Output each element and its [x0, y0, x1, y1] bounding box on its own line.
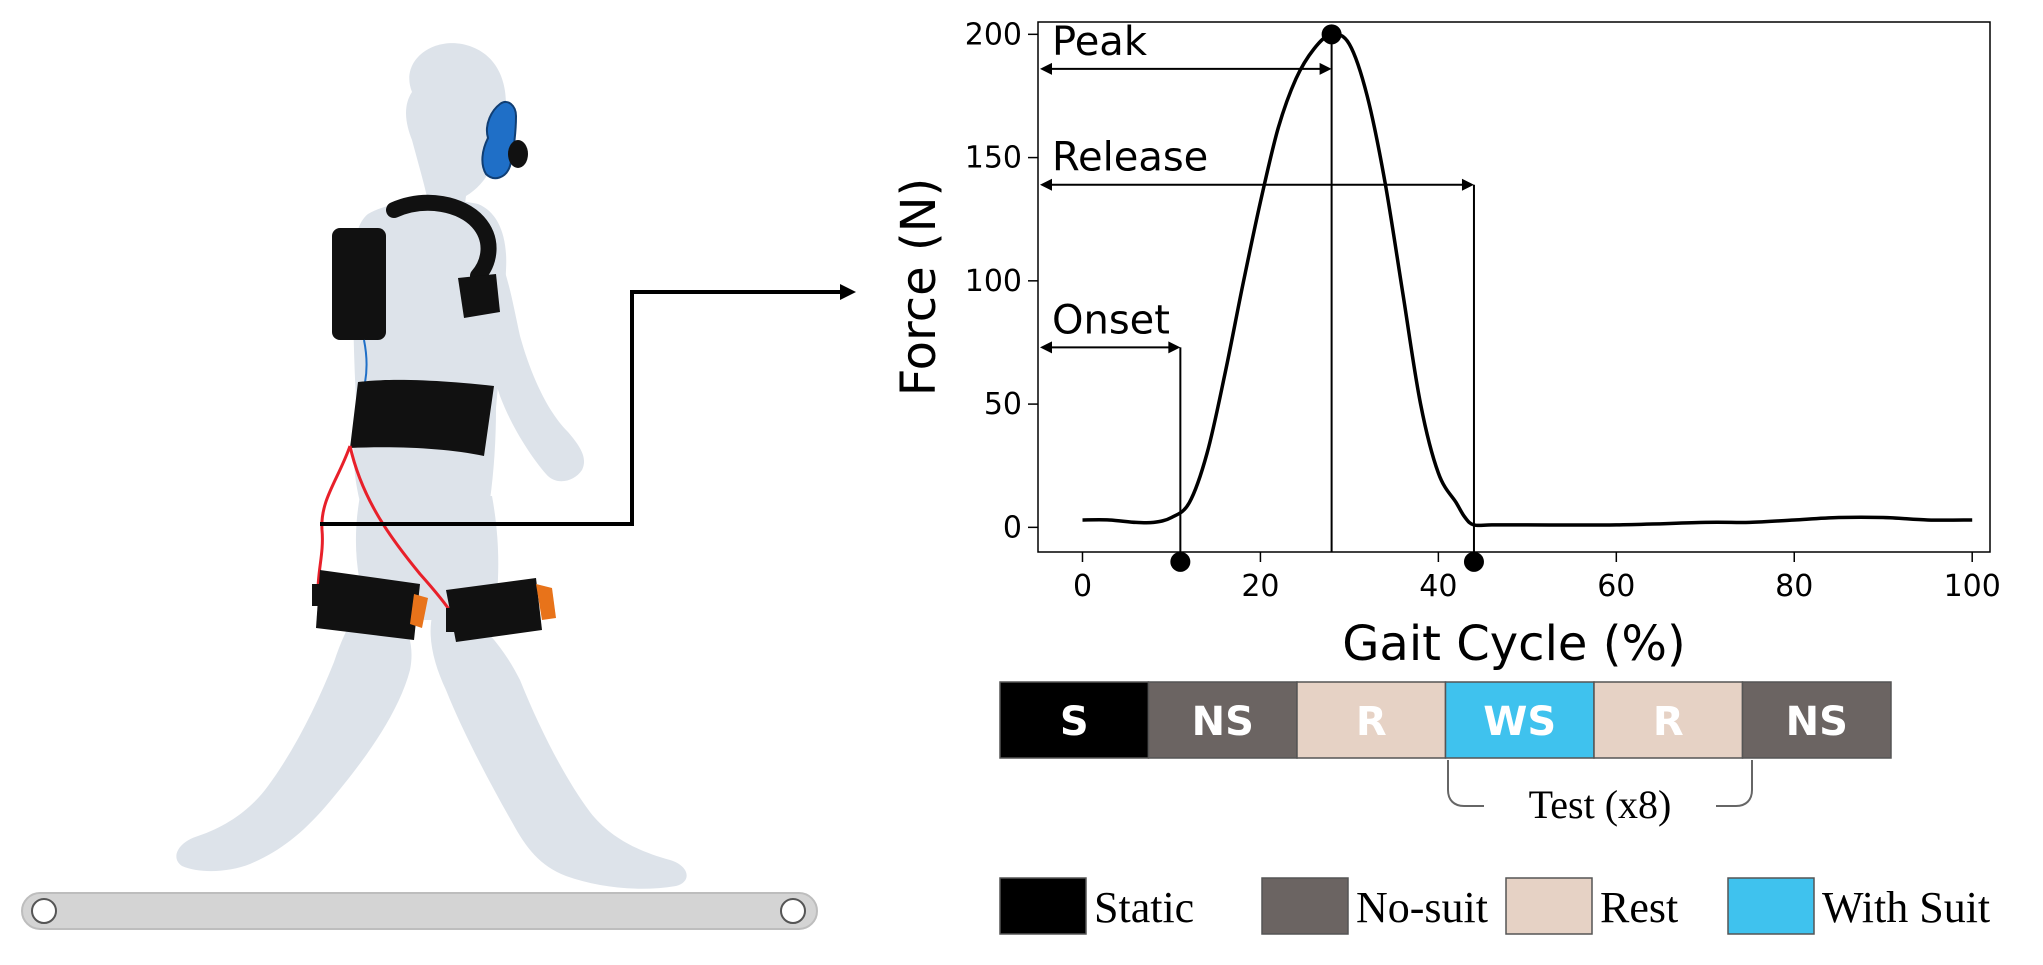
connector-arrow	[320, 290, 844, 526]
protocol-block-with_suit: WS	[1444, 681, 1595, 759]
protocol-block-fill	[1147, 681, 1298, 759]
backpack-battery	[332, 228, 386, 340]
legend-swatch	[1261, 877, 1349, 935]
chest-pad	[458, 274, 500, 318]
legend-item-with_suit: With Suit	[1727, 877, 1990, 935]
y-axis-ticks: 0 50 100 150 200	[965, 17, 1038, 545]
treadmill-roller-right	[780, 898, 806, 924]
connector-arrowhead	[840, 284, 856, 300]
test-bracket-line	[1447, 760, 1753, 807]
protocol-block-fill	[1444, 681, 1595, 759]
event-marker	[1321, 24, 1342, 45]
legend-label: With Suit	[1822, 883, 1990, 932]
annotation-label-release: Release	[1052, 135, 1208, 181]
legend-item-static: Static	[999, 877, 1194, 935]
protocol-block-no_suit: NS	[1741, 681, 1892, 759]
waist-belt	[350, 379, 494, 456]
legend-label: No-suit	[1356, 883, 1488, 932]
x-axis-label: Gait Cycle (%)	[1342, 616, 1686, 672]
bowden-cables	[316, 445, 454, 615]
thigh-wrap-right	[446, 578, 556, 642]
annotation-label-peak: Peak	[1052, 19, 1148, 65]
legend-swatch	[1505, 877, 1593, 935]
treadmill-roller-left	[31, 898, 57, 924]
walking-figure-illustration	[21, 43, 856, 930]
x-tick-label: 100	[1944, 569, 2001, 604]
y-tick-label: 0	[1003, 510, 1022, 545]
legend-item-no_suit: No-suit	[1261, 877, 1488, 935]
shoulder-harness	[386, 194, 497, 284]
legend-label: Rest	[1600, 883, 1678, 932]
legend-swatch	[999, 877, 1087, 935]
protocol-block-label: WS	[1483, 699, 1556, 745]
y-tick-label: 150	[965, 141, 1022, 176]
event-markers	[1170, 24, 1484, 572]
legend-label: Static	[1094, 883, 1194, 932]
protocol-block-label: NS	[1786, 699, 1848, 745]
x-axis-ticks: 0 20 40 60 80 100	[1073, 552, 2001, 604]
body-silhouette	[176, 43, 687, 889]
annotation-arrowhead-left	[1040, 341, 1052, 354]
protocol-block-label: NS	[1192, 699, 1254, 745]
protocol-block-rest: R	[1593, 681, 1744, 759]
protocol-block-label: R	[1356, 699, 1387, 745]
protocol-block-label: R	[1653, 699, 1684, 745]
event-marker	[1463, 551, 1484, 572]
protocol-block-fill	[1593, 681, 1744, 759]
protocol-sequence: S NS R WS R NS	[999, 681, 1892, 759]
protocol-block-fill	[999, 681, 1150, 759]
force-profile-chart: 0 50 100 150 200 0 20 40 60 80 100 Onset PeakRelea…	[891, 17, 2001, 672]
face-mask-icon	[481, 100, 528, 180]
x-tick-label: 80	[1775, 569, 1813, 604]
x-tick-label: 40	[1419, 569, 1457, 604]
protocol-block-no_suit: NS	[1147, 681, 1298, 759]
plot-frame	[1037, 21, 1991, 553]
event-marker	[1170, 551, 1191, 572]
protocol-block-label: S	[1060, 699, 1089, 745]
y-tick-label: 50	[984, 387, 1022, 422]
annotation-arrowhead-left	[1040, 62, 1052, 75]
legend: Static No-suit Rest With Suit	[999, 877, 1990, 935]
y-tick-label: 200	[965, 17, 1022, 52]
x-tick-label: 60	[1597, 569, 1635, 604]
x-tick-label: 20	[1241, 569, 1279, 604]
legend-item-rest: Rest	[1505, 877, 1678, 935]
force-curve	[1082, 32, 1973, 528]
annotation-label-onset: Onset	[1052, 297, 1170, 343]
x-tick-label: 0	[1073, 569, 1092, 604]
protocol-block-rest: R	[1296, 681, 1447, 759]
annotation-arrowhead-right	[1319, 62, 1332, 75]
test-bracket: Test (x8)	[1447, 760, 1753, 827]
protocol-block-static: S	[999, 681, 1150, 759]
annotation-arrowhead-left	[1040, 178, 1052, 191]
treadmill-belt	[21, 892, 818, 930]
protocol-block-fill	[1296, 681, 1447, 759]
y-tick-label: 100	[965, 264, 1022, 299]
protocol-block-fill	[1741, 681, 1892, 759]
annotation-arrowhead-right	[1168, 341, 1181, 354]
legend-swatch	[1727, 877, 1815, 935]
thigh-wrap-left	[312, 570, 428, 640]
test-bracket-label: Test (x8)	[1529, 782, 1672, 827]
annotation-arrowhead-right	[1461, 178, 1474, 191]
y-axis-label: Force (N)	[891, 178, 947, 396]
